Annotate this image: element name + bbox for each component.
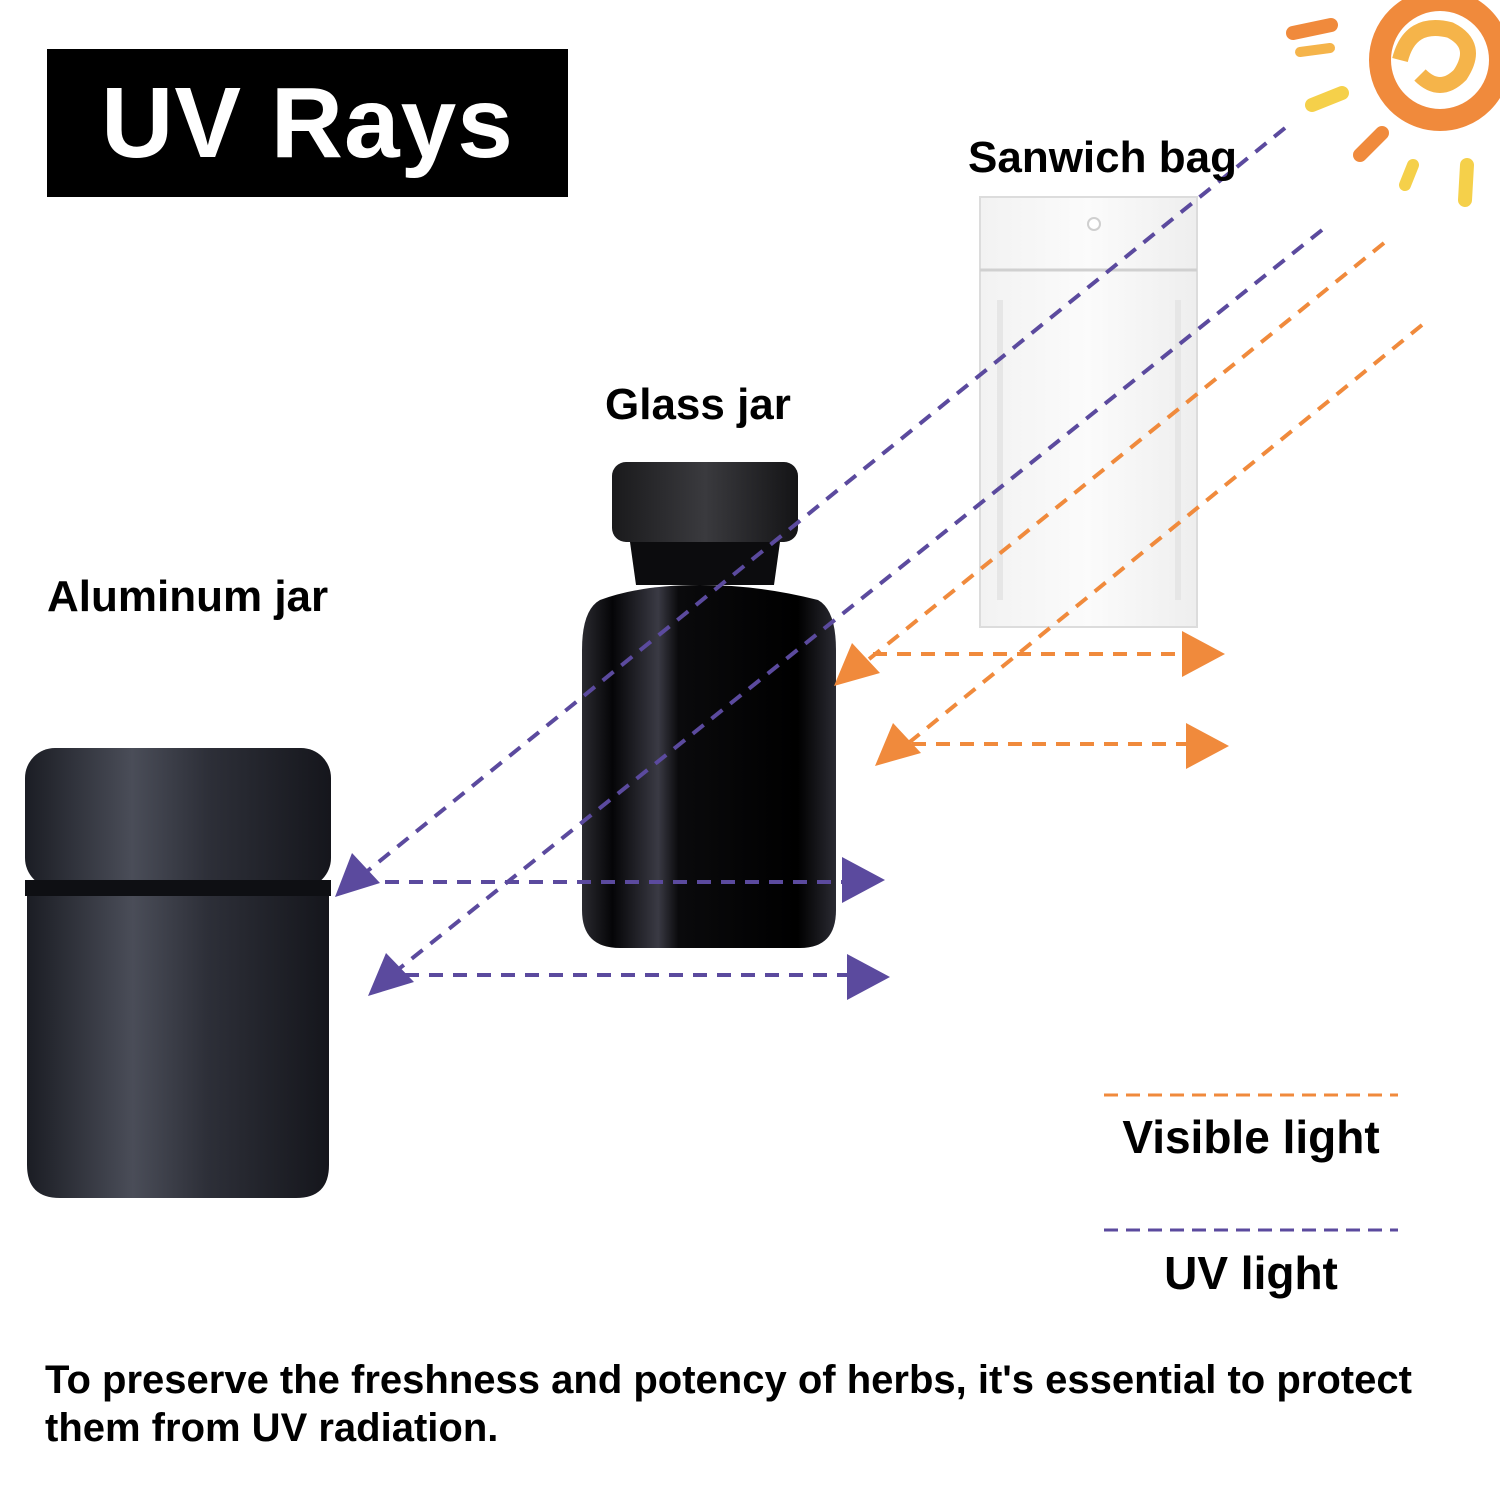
sandwich-bag-icon: [979, 196, 1198, 628]
uv-ray-incoming-1: [363, 126, 1287, 875]
visible-ray-incoming-1: [861, 241, 1386, 666]
aluminum-jar-icon: [25, 748, 331, 1198]
visible-arrowhead-1: [834, 643, 880, 686]
uv-arrowheads: [335, 853, 890, 1000]
uv-arrowhead-4: [847, 954, 890, 1000]
label-glass-jar: Glass jar: [605, 380, 791, 429]
visible-arrowhead-4: [1186, 723, 1229, 769]
uv-arrowhead-3: [842, 857, 885, 903]
legend-uv-label: UV light: [1164, 1247, 1338, 1299]
legend-visible-label: Visible light: [1122, 1111, 1380, 1163]
title-box: UV Rays: [47, 49, 568, 197]
caption-text: To preserve the freshness and potency of…: [45, 1358, 1412, 1450]
visible-ray-group: [861, 241, 1424, 752]
uv-ray-group: [363, 126, 1324, 977]
visible-ray-incoming-2: [898, 323, 1424, 752]
visible-arrowhead-2: [875, 723, 921, 766]
uv-ray-incoming-2: [398, 228, 1324, 970]
label-sandwich-bag: Sanwich bag: [968, 133, 1237, 182]
uv-arrowhead-2: [368, 953, 414, 996]
visible-arrowheads: [834, 631, 1229, 769]
sun-sketch-icon: [1286, 0, 1500, 207]
uv-arrowhead-1: [335, 853, 380, 897]
visible-arrowhead-3: [1182, 631, 1225, 677]
glass-jar-icon: [582, 462, 836, 948]
label-aluminum-jar: Aluminum jar: [47, 572, 329, 621]
page-title: UV Rays: [101, 67, 514, 179]
